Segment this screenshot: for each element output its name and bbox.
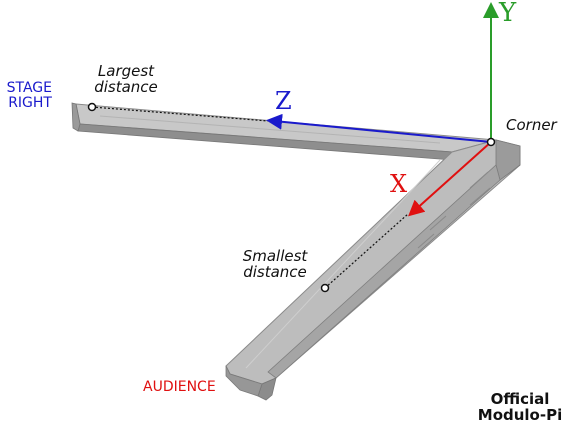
smallest-distance-line1: Smallest (242, 247, 308, 265)
smallest-distance-point (320, 283, 330, 293)
x-axis-arrow (408, 141, 492, 217)
stage-right-line1: STAGE (6, 80, 52, 96)
branding-line2: Modulo-Pi (477, 405, 563, 424)
x-rail (225, 139, 521, 401)
corner-label: Corner (506, 116, 557, 134)
stage-right-label: STAGE RIGHT (0, 81, 52, 110)
largest-distance-line2: distance (94, 77, 158, 96)
smallest-distance-line2: distance (243, 262, 307, 281)
audience-label: AUDIENCE (143, 379, 216, 395)
stage-right-line2: RIGHT (8, 94, 52, 111)
largest-distance-point (87, 102, 97, 112)
y-axis-label: Y (499, 0, 517, 28)
x-axis-label: X (390, 170, 408, 198)
branding-line1: Official (490, 390, 550, 408)
z-axis-arrow (266, 113, 492, 143)
smallest-distance-line (324, 213, 409, 289)
corner-point (486, 137, 496, 147)
z-axis-label: Z (275, 87, 292, 115)
branding-text: Official Modulo-Pi (474, 390, 566, 424)
largest-distance-line (91, 106, 269, 122)
largest-distance-label: Largest distance (86, 62, 166, 96)
smallest-distance-label: Smallest distance (232, 247, 318, 281)
largest-distance-line1: Largest (97, 62, 155, 80)
